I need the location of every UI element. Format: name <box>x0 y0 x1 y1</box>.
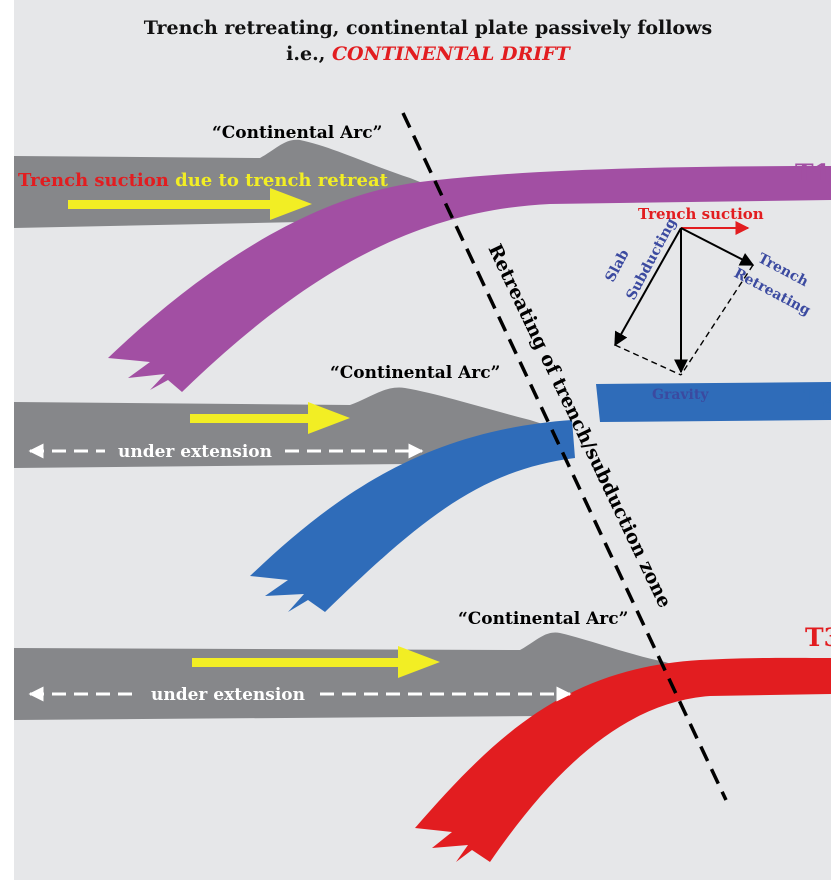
continental-arc-label-t2: “Continental Arc” <box>330 363 500 383</box>
retreat-dashed-line <box>401 112 728 801</box>
title-emphasis: CONTINENTAL DRIFT <box>332 43 572 65</box>
under-extension-label-t3: under extension <box>151 685 305 705</box>
slab-subducting-vector <box>614 227 682 347</box>
title-prefix: i.e., <box>286 43 332 65</box>
trench-suction-vector-label: Trench suction <box>638 205 764 223</box>
slab-t2-descending <box>250 420 575 612</box>
title-line-2: i.e., CONTINENTAL DRIFT <box>286 43 572 65</box>
slab-t2 <box>596 382 831 422</box>
trench-suction-heading: Trench suction due to trench retreat <box>18 170 389 191</box>
gravity-label: Gravity <box>652 387 709 403</box>
continental-arc-label-t1: “Continental Arc” <box>212 123 382 143</box>
trench-suction-heading-rest: due to trench retreat <box>169 170 389 191</box>
yellow-arrow-t1 <box>68 188 312 220</box>
stage-label-t3: T3 <box>805 623 831 652</box>
title-line-1: Trench retreating, continental plate pas… <box>144 17 712 39</box>
force-vector-diagram <box>614 221 755 376</box>
under-extension-label-t2: under extension <box>118 442 272 462</box>
parallelogram-edge-right <box>680 264 754 376</box>
trench-suction-heading-red: Trench suction <box>18 170 169 191</box>
continental-arc-label-t3: “Continental Arc” <box>458 609 628 629</box>
yellow-arrow-t2 <box>190 402 350 434</box>
slab-t1 <box>108 166 831 392</box>
trench-retreating-vector <box>680 227 755 266</box>
parallelogram-edge-left <box>614 344 682 376</box>
continental-plate-t3 <box>14 632 690 720</box>
stage-label-t2: T2 <box>803 383 831 412</box>
yellow-arrow-t3 <box>192 646 440 678</box>
slab-t3 <box>415 657 831 862</box>
stage-label-t1: T1 <box>795 159 831 188</box>
